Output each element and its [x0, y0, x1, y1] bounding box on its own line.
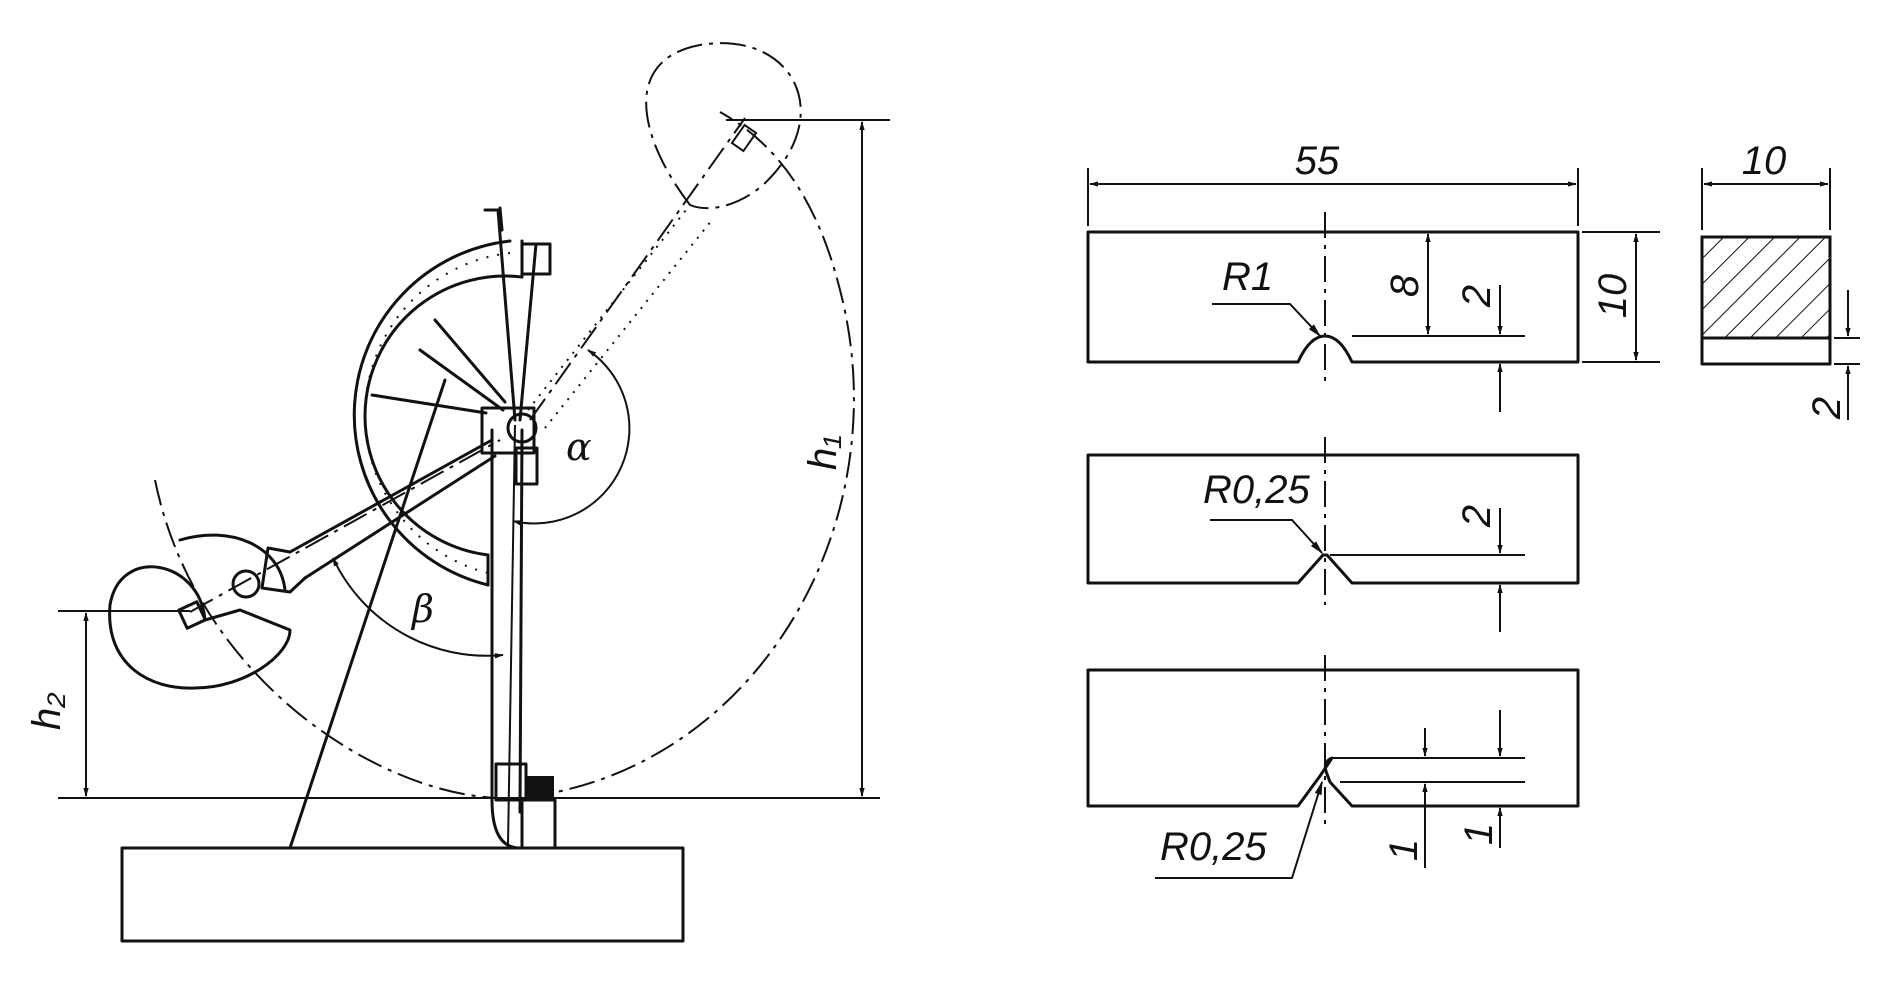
- u-notch-body: [1086, 230, 1580, 364]
- hammer-bolt: [231, 569, 261, 599]
- ligament-label: 8: [1383, 274, 1427, 297]
- crack-depth-2-label: 1: [1457, 823, 1501, 845]
- u-notch-radius-label: R1: [1222, 255, 1273, 299]
- swing-trajectory: [154, 111, 855, 800]
- length-label: 55: [1295, 139, 1340, 183]
- v-notch-body: [1086, 453, 1580, 585]
- beta-label: β: [410, 587, 434, 631]
- section-depth-label: 2: [1805, 397, 1849, 420]
- raised-hammer-edge: [730, 123, 758, 153]
- height-label: 10: [1591, 274, 1635, 319]
- crack-depth-1-label: 1: [1382, 839, 1426, 861]
- specimen-on-anvil: [527, 776, 554, 800]
- hammer-blade: [177, 600, 207, 630]
- swung-hammer: [108, 565, 292, 690]
- stand-inner-line: [507, 424, 516, 846]
- pointer-arm: [483, 206, 517, 422]
- beta-arc: [332, 557, 504, 659]
- v-notch-depth-label: 2: [1455, 505, 1499, 528]
- specimen-cross-section: 10 2: [1700, 139, 1860, 420]
- hammer-neck: [260, 546, 307, 594]
- alpha-label: α: [566, 425, 592, 469]
- section-hatched: [1700, 235, 1832, 340]
- v-notch-radius-label: R0,25: [1203, 468, 1310, 512]
- machine-base: [120, 846, 685, 943]
- h1-label: h₁: [801, 435, 845, 470]
- specimen-v-notch: 2 R0,25: [1086, 437, 1580, 632]
- section-outline: [1700, 235, 1832, 366]
- hammer-disc: [178, 533, 287, 592]
- angle-scale-outer: [352, 239, 512, 587]
- raised-pendulum-rod: [527, 204, 713, 429]
- specimen-crack-notch: 1 1 R0,25: [1086, 655, 1580, 879]
- raised-pendulum-axis: [529, 117, 746, 421]
- alpha-arc: [512, 349, 631, 526]
- anvil-support: [494, 762, 528, 802]
- specimen-u-notch: 55 10 8 2 R1: [1086, 139, 1660, 412]
- pendulum-machine: α β h₁ h₂: [25, 42, 890, 943]
- crack-notch-radius-label: R0,25: [1160, 825, 1267, 869]
- dial-spokes: [370, 318, 507, 415]
- u-notch-depth-label: 2: [1455, 285, 1499, 308]
- angle-scale-inner: [363, 274, 524, 557]
- h2-label: h₂: [25, 693, 69, 731]
- swung-pendulum-axis: [189, 439, 501, 613]
- raised-hammer: [645, 42, 802, 210]
- crack-notch-body: [1086, 668, 1580, 808]
- width-label: 10: [1742, 139, 1787, 183]
- anvil: [520, 798, 557, 850]
